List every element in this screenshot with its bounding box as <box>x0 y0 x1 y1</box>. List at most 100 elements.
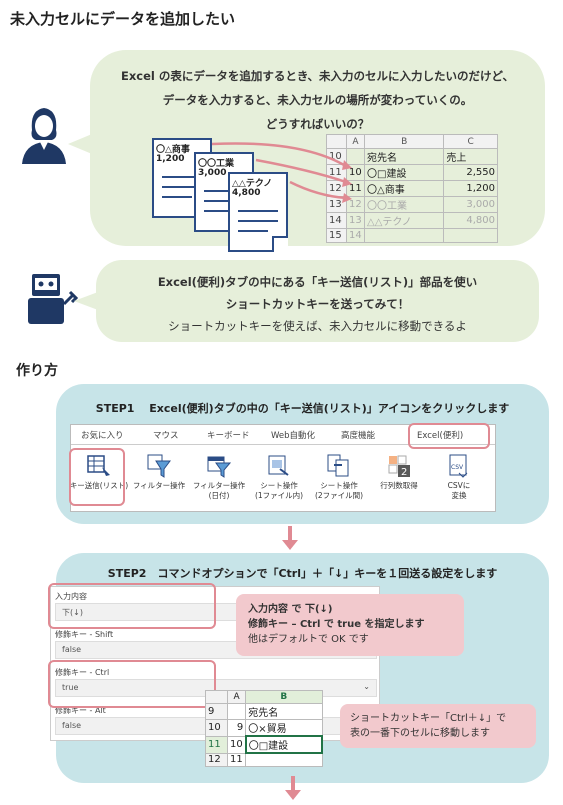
cell[interactable]: 10 <box>346 164 365 181</box>
document-value: 1,200 <box>156 154 185 164</box>
cell[interactable]: 3,000 <box>443 196 498 213</box>
tab-mouse[interactable]: マウス <box>153 431 179 441</box>
note-line-2: 表の一番下のセルに移動します <box>350 728 490 739</box>
tab-favorites[interactable]: お気に入り <box>81 431 124 441</box>
button-sublabel: 変換 <box>451 491 467 500</box>
selected-cell[interactable]: 〇□建設 <box>244 735 324 754</box>
ribbon: お気に入り マウス キーボード Web自動化 高度機能 Excel(便利) キー… <box>70 424 496 512</box>
button-sublabel: (2ファイル間) <box>314 491 364 500</box>
down-arrow-icon <box>282 526 298 550</box>
document-3: △△テクノ 4,800 <box>228 172 288 252</box>
cell[interactable]: 1,200 <box>443 180 498 197</box>
highlight-ctrl-field <box>48 660 216 708</box>
highlight-input-field <box>48 583 216 629</box>
col-header: A <box>346 134 365 149</box>
cell[interactable] <box>363 228 445 243</box>
highlight-excel-tab <box>408 423 490 449</box>
cell[interactable] <box>443 228 498 243</box>
filter-button[interactable]: フィルター操作 <box>129 453 189 491</box>
step1-label: STEP1 Excel(便利)タブの中の「キー送信(リスト)」アイコンをクリック… <box>95 402 510 415</box>
key-list-icon <box>86 453 112 479</box>
field-label-shift: 修飾キー - Shift <box>55 630 114 639</box>
col-header: C <box>443 134 498 149</box>
cell[interactable]: 宛先名 <box>363 148 445 165</box>
tab-web-automation[interactable]: Web自動化 <box>271 431 316 441</box>
page-title: 未入力セルにデータを追加したい <box>10 10 236 28</box>
cell[interactable]: 〇△商事 <box>363 180 445 197</box>
row-header: 14 <box>326 212 347 229</box>
note-settings: 入力内容 で 下(↓) 修飾キー – Ctrl で true を指定します 他は… <box>236 594 464 656</box>
row-header: 12 <box>326 180 347 197</box>
button-label: フィルター操作 <box>192 481 246 490</box>
woman-avatar-icon <box>22 108 66 164</box>
button-label: シート操作 <box>260 481 298 490</box>
svg-text:CSV: CSV <box>451 464 464 471</box>
cell[interactable] <box>245 752 323 767</box>
csv-convert-button[interactable]: CSV CSVに 変換 <box>429 453 489 501</box>
row-header: 9 <box>205 703 228 720</box>
button-label: 行列数取得 <box>380 481 418 490</box>
question-line-2: データを入力すると、未入力セルの場所が変わっていくの。 <box>162 93 473 107</box>
col-header: A <box>226 690 247 704</box>
button-sublabel: (日付) <box>208 491 230 500</box>
note-line-2: 修飾キー – Ctrl で true を指定します <box>248 619 425 630</box>
cell[interactable]: 売上 <box>443 148 498 165</box>
field-label-ctrl: 修飾キー - Ctrl <box>55 668 110 677</box>
cell[interactable]: 2,550 <box>443 164 498 181</box>
cell[interactable] <box>226 703 247 720</box>
row-col-count-button[interactable]: 2 行列数取得 <box>369 453 429 491</box>
field-label-alt: 修飾キー - Alt <box>55 706 106 715</box>
cell[interactable]: 〇〇工業 <box>363 196 445 213</box>
sheet-op-button[interactable]: シート操作 (1ファイル内) <box>249 453 309 501</box>
row-header: 11 <box>205 735 228 754</box>
button-label: キー送信(リスト) <box>69 481 129 490</box>
question-line-3: どうすればいいの？ <box>265 117 370 131</box>
row-header: 11 <box>326 164 347 181</box>
cell[interactable]: 13 <box>346 212 365 229</box>
robot-avatar-icon <box>28 274 79 324</box>
svg-text:2: 2 <box>401 467 407 478</box>
tab-excel-convenient[interactable]: Excel(便利) <box>417 431 464 441</box>
note-shortcut: ショートカットキー「Ctrl＋↓」で 表の一番下のセルに移動します <box>340 704 536 748</box>
highlight-key-send-button <box>69 448 125 506</box>
field-label-input: 入力内容 <box>55 592 87 601</box>
ribbon-tabs: お気に入り マウス キーボード Web自動化 高度機能 Excel(便利) <box>71 425 495 445</box>
answer-line-2: ショートカットキーを送ってみて！ <box>225 297 410 311</box>
cell[interactable]: 4,800 <box>443 212 498 229</box>
tab-advanced[interactable]: 高度機能 <box>341 431 376 441</box>
key-send-list-button[interactable]: キー送信(リスト) <box>69 453 129 491</box>
step2-label: STEP2 コマンドオプションで「Ctrl」＋「↓」キーを１回送る設定をします <box>107 567 498 580</box>
tab-keyboard[interactable]: キーボード <box>207 431 250 441</box>
cell[interactable]: 11 <box>346 180 365 197</box>
row-header: 10 <box>326 148 347 165</box>
button-label: シート操作 <box>320 481 358 490</box>
cell[interactable]: 9 <box>226 719 247 737</box>
row-col-count-icon: 2 <box>386 453 412 479</box>
note-line-1: 入力内容 で 下(↓) <box>248 604 333 615</box>
cell[interactable]: 宛先名 <box>245 703 323 720</box>
cell[interactable]: 〇□建設 <box>363 164 445 181</box>
cell[interactable]: 10 <box>226 735 247 754</box>
button-label: フィルター操作 <box>132 481 186 490</box>
cell[interactable]: 11 <box>226 752 247 767</box>
section-title: 作り方 <box>16 363 58 379</box>
cell[interactable]: △△テクノ <box>363 212 445 229</box>
filter-date-button[interactable]: フィルター操作 (日付) <box>189 453 249 501</box>
document-value: 3,000 <box>198 168 227 178</box>
answer-bubble: Excel(便利)タブの中にある「キー送信(リスト)」部品を使い ショートカット… <box>74 260 539 342</box>
document-value: 4,800 <box>232 188 261 198</box>
cell[interactable]: 〇×貿易 <box>245 719 323 737</box>
answer-line-3: ショートカットキーを使えば、未入力セルに移動できるよ <box>168 319 467 333</box>
row-header: 13 <box>326 196 347 213</box>
cell[interactable]: 12 <box>346 196 365 213</box>
cell[interactable]: 14 <box>346 228 365 243</box>
sheet-two-files-button[interactable]: シート操作 (2ファイル間) <box>309 453 369 501</box>
row-header: 12 <box>205 752 228 767</box>
note-line-3: 他はデフォルトで OK です <box>248 634 369 645</box>
filter-icon <box>146 453 172 479</box>
row-header: 10 <box>205 719 228 737</box>
answer-line-1: Excel(便利)タブの中にある「キー送信(リスト)」部品を使い <box>157 275 478 289</box>
sheet-two-files-icon <box>326 453 352 479</box>
